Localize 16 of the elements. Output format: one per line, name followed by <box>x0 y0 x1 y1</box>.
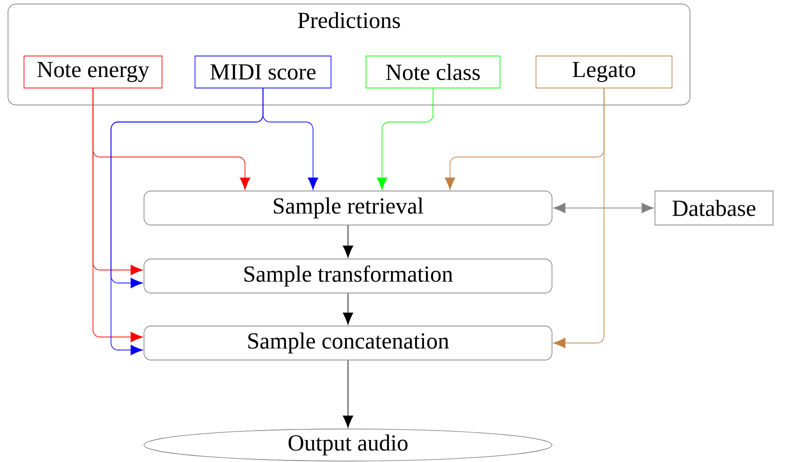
prediction-box: Note class <box>366 56 500 88</box>
arrow <box>110 88 264 356</box>
arrow <box>376 88 434 190</box>
process-box: Sample concatenation <box>144 326 552 360</box>
arrow <box>553 202 654 214</box>
database-box: Database <box>654 190 774 226</box>
arrow <box>342 292 354 325</box>
prediction-box: Legato <box>536 56 672 88</box>
arrow <box>92 88 143 342</box>
process-box: Sample retrieval <box>144 190 552 226</box>
arrow <box>342 225 354 258</box>
prediction-box: Note energy <box>24 56 162 88</box>
process-box: Sample transformation <box>144 258 552 294</box>
arrow <box>342 360 354 428</box>
arrow <box>553 88 604 348</box>
prediction-box: MIDI score <box>194 56 332 88</box>
